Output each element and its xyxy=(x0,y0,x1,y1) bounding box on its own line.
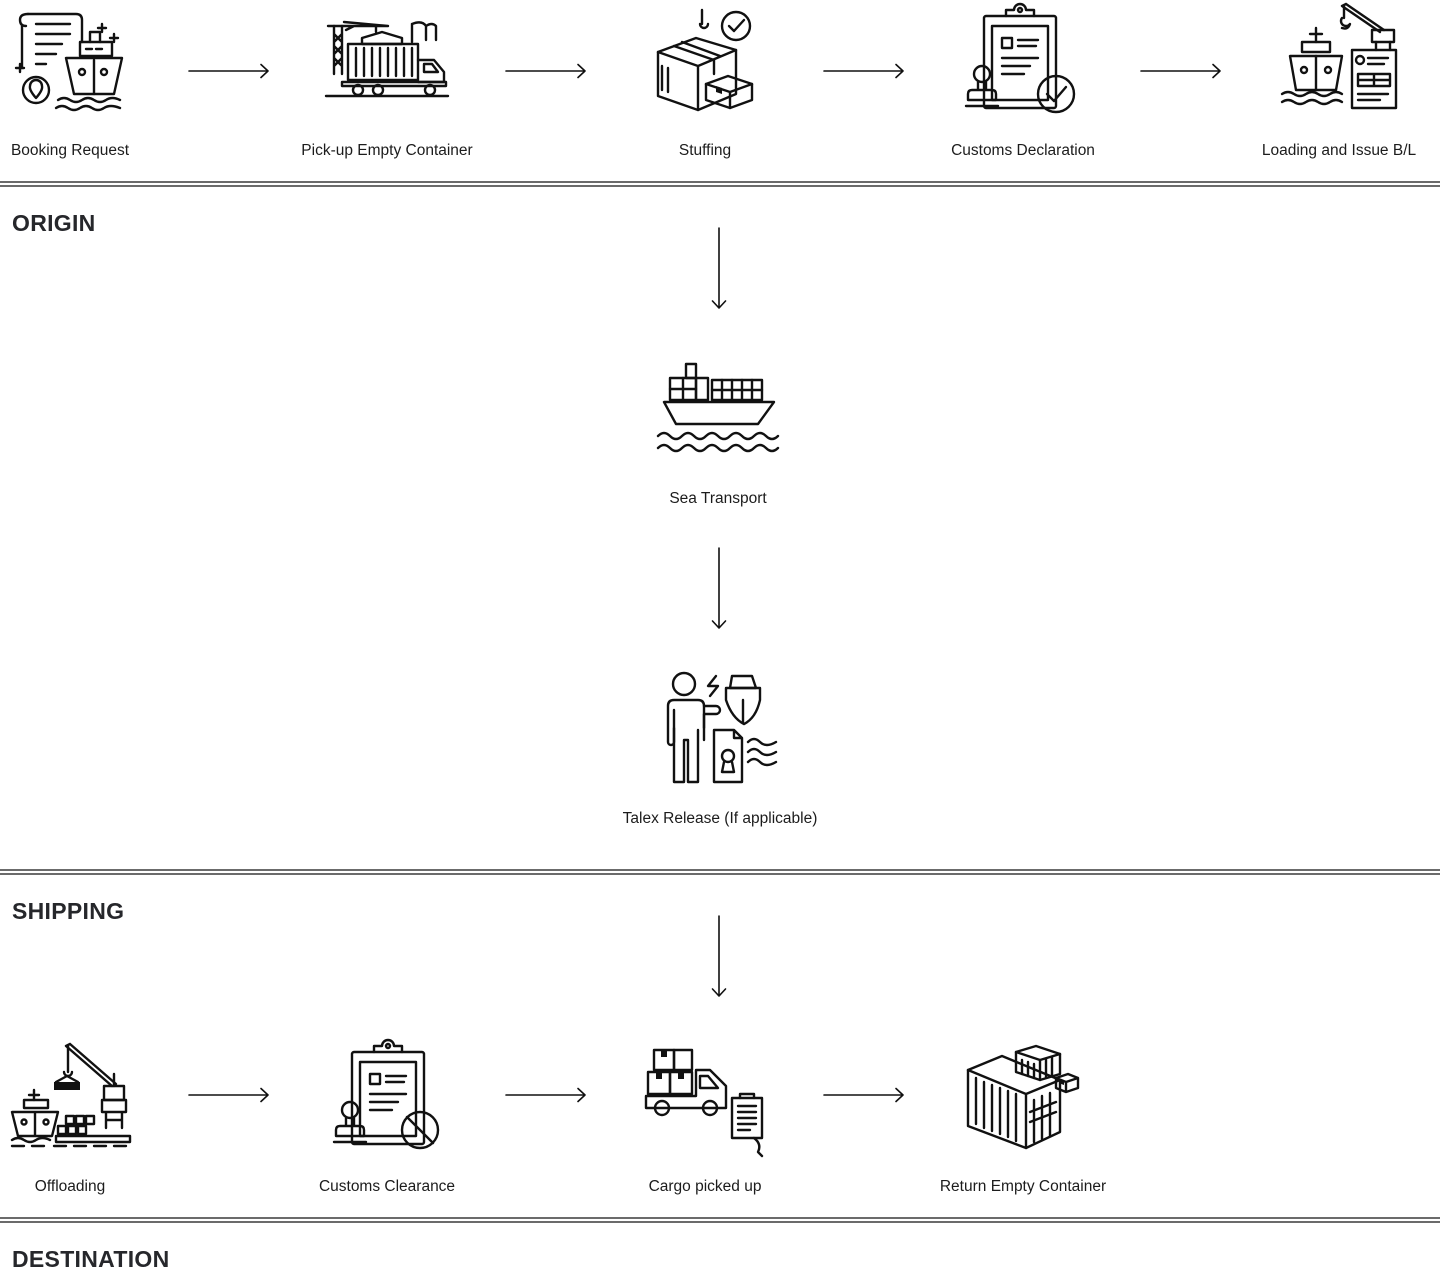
ship-crane-document-icon xyxy=(1280,2,1398,110)
section-title-shipping: SHIPPING xyxy=(12,898,125,924)
step-label: Customs Declaration xyxy=(951,142,1095,159)
step-label: Loading and Issue B/L xyxy=(1261,142,1417,159)
arrow-down-icon xyxy=(711,915,727,997)
container-ship-icon xyxy=(656,362,780,453)
section-divider xyxy=(0,1217,1440,1223)
arrow-down-icon xyxy=(711,547,727,629)
person-ship-certificate-icon xyxy=(666,671,778,784)
arrow-right-icon xyxy=(823,1087,904,1103)
arrow-down-icon xyxy=(711,227,727,309)
step-label: Offloading xyxy=(34,1178,106,1195)
open-container-boxes-icon xyxy=(966,1044,1080,1150)
arrow-right-icon xyxy=(1140,63,1221,79)
booking-document-ship-icon xyxy=(14,12,124,112)
step-label: Customs Clearance xyxy=(318,1178,456,1195)
step-label: Cargo picked up xyxy=(648,1178,762,1195)
arrow-right-icon xyxy=(823,63,904,79)
port-crane-ship-icon xyxy=(10,1042,132,1148)
step-label: Sea Transport xyxy=(669,490,767,507)
step-label: Talex Release (If applicable) xyxy=(622,810,818,827)
step-label: Stuffing xyxy=(678,142,732,159)
truck-boxes-clipboard-icon xyxy=(644,1048,764,1158)
section-divider xyxy=(0,869,1440,875)
container-truck-icon xyxy=(324,20,450,98)
step-label: Return Empty Container xyxy=(939,1178,1107,1195)
section-title-destination: DESTINATION xyxy=(12,1246,170,1272)
arrow-right-icon xyxy=(505,1087,586,1103)
arrow-right-icon xyxy=(188,63,269,79)
cargo-boxes-check-icon xyxy=(656,8,754,112)
section-title-origin: ORIGIN xyxy=(12,210,96,236)
arrow-right-icon xyxy=(188,1087,269,1103)
arrow-right-icon xyxy=(505,63,586,79)
section-divider xyxy=(0,181,1440,187)
step-label: Booking Request xyxy=(10,142,130,159)
clipboard-stamp-check-icon xyxy=(964,2,1076,114)
clipboard-stamp-prohibited-icon xyxy=(332,1038,440,1150)
step-label: Pick-up Empty Container xyxy=(301,142,473,159)
